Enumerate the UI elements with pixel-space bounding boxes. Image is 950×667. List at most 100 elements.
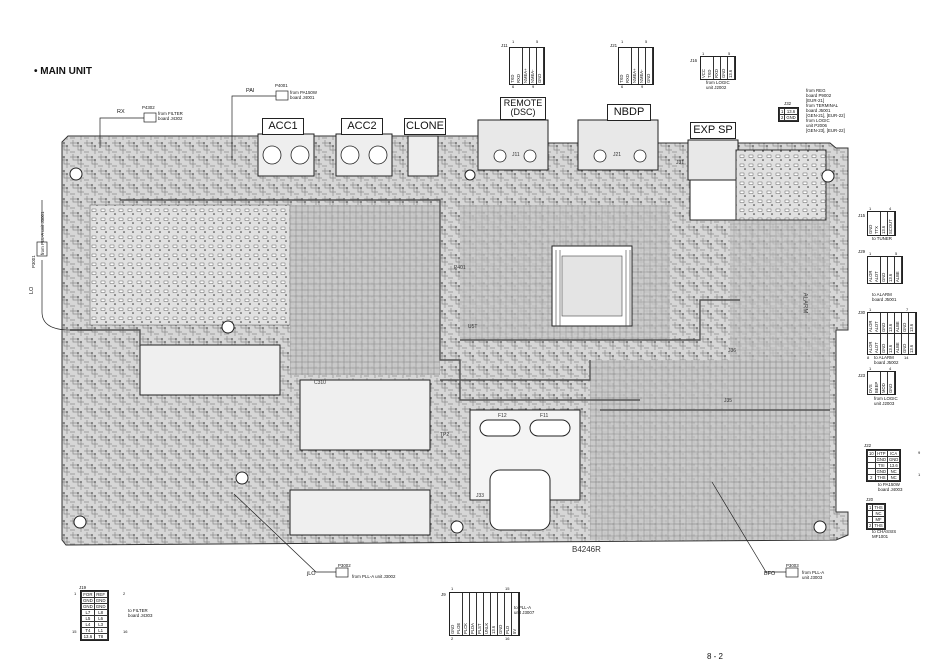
j32-note: from REG board P9002 [EUR-21] from TERMI… (806, 88, 845, 133)
j20-id: J20 (866, 497, 874, 502)
j22-pin: GND (886, 456, 901, 463)
board-label: J36 (728, 348, 737, 354)
j11-connector: TXD RXD NMEA+ NMEA- GND (509, 47, 545, 85)
j30-connector-top: ALOR ALDT GND 13.6 ALBE GND 13.6 (867, 312, 917, 334)
j23-pin-num: 4 (889, 366, 892, 371)
j19-pin: GND (81, 603, 95, 610)
j9-pin-num: 2 (451, 636, 454, 641)
j15-pin-num: 4 (889, 206, 892, 211)
board-label: P401 (454, 265, 466, 271)
j22-pin: THS (874, 474, 888, 481)
j22-pin: 13.6 (886, 462, 901, 469)
board-label: F12 (498, 413, 507, 419)
j20-note: to CHASSIS MF1001 (872, 529, 897, 539)
nbdp-port-label: NBDP (607, 104, 651, 121)
board-label: J35 (724, 398, 733, 404)
j22-id: J22 (864, 443, 872, 448)
j21-connector: TXD RXD NMEA+ NMEA- GND (618, 47, 654, 85)
j29-pin-num: 5 (895, 251, 898, 256)
j20-pin: THS (872, 504, 885, 511)
j9-connector: GND PLOE PLCK PLDA PLST UNLK 13.6 GND PL… (449, 592, 520, 636)
j21-pin: NMEA- (639, 48, 646, 84)
j11-pin: NMEA- (530, 48, 537, 84)
j21-pin-num: 6 (621, 84, 624, 89)
j21-pin-num: 9 (641, 84, 644, 89)
j21-pin: GND (646, 48, 653, 84)
j16-connector: VCC TXD RXD GND 13.6 (700, 56, 736, 80)
j19-pin-num: 1 (74, 591, 77, 596)
j9-pin: PLCK (463, 593, 470, 635)
j30-id: J30 (858, 310, 866, 315)
j19-pin: GND (93, 597, 108, 604)
j21-pin-num: 5 (645, 39, 648, 44)
j29-pin-num: 1 (869, 251, 872, 256)
j9-id: J9 (441, 592, 446, 597)
j23-note: from LOGIC unit J2003 (874, 396, 898, 406)
j30-note: to ALARM board J5002 (874, 355, 899, 365)
j16-pin: RXD (714, 57, 721, 79)
j11-id: J11 (501, 43, 508, 48)
j23-pin: GND (888, 372, 895, 394)
j30-pin: GND (902, 313, 909, 333)
j22-pin: NC (886, 474, 901, 481)
j30-pin-num: 7 (906, 307, 909, 312)
j23-pin: MOD (881, 372, 888, 394)
j29-pin: ALBE (895, 257, 902, 283)
j9-pin: UNLK (484, 593, 491, 635)
j19-note: to FILTER board J4303 (128, 608, 153, 618)
board-label: J11 (512, 152, 520, 158)
j9-pin: GND (498, 593, 505, 635)
j30-pin: 13.6 (888, 334, 895, 354)
j19-pin-num: 2 (123, 591, 126, 596)
j19-pin: 13.6 (81, 633, 95, 640)
board-code: B4246R (572, 545, 601, 554)
j9-pin-num: 15 (505, 586, 510, 591)
j11-pin-num: 5 (536, 39, 539, 44)
j19-pin-num: 16 (123, 629, 128, 634)
jlo-cable-note: from PLL-A unit J3002 (352, 574, 396, 579)
acc1-port-label: ACC1 (262, 118, 304, 135)
j30-pin-num: 1 (869, 307, 872, 312)
j19-pin: FOR (81, 591, 95, 598)
j29-note: to ALARM board J5001 (872, 292, 897, 302)
j9-pin-num: 16 (505, 636, 510, 641)
j30-pin: ALBE (895, 334, 902, 354)
j21-pin-num: 1 (621, 39, 624, 44)
board-label: ALARM (801, 292, 808, 314)
exp-sp-port-label: EXP SP (690, 122, 736, 139)
j21-pin: RXD (625, 48, 632, 84)
lo-plug-label: P3001 (31, 255, 36, 268)
j32-id: J32 (784, 101, 792, 106)
j11-pin: RXD (516, 48, 523, 84)
pa-plug-label: P4001 (275, 83, 288, 88)
j30-connector-bottom: ALOR ALDT GND 13.6 ALBE GND 13.6 (867, 333, 917, 355)
remote-dsc-port-label: REMOTE (DSC) (500, 97, 546, 120)
j23-pin-num: 1 (869, 366, 872, 371)
j9-note: to PLL-A unit J3007 (514, 605, 535, 615)
j16-note: from LOGIC unit J2002 (706, 80, 730, 90)
j11-pin-num: 1 (512, 39, 515, 44)
j19-pin: GND (93, 603, 108, 610)
rx-plug-label: P4302 (142, 105, 155, 110)
j19-pin: T8 (93, 633, 108, 640)
bfo-cable-note: from PLL-A unit J3003 (802, 570, 825, 580)
j32-pin-num: 2 (778, 114, 786, 121)
j9-pin: PLOE (456, 593, 463, 635)
j23-pin: BEEP (874, 372, 881, 394)
j9-pin: 13.6 (491, 593, 498, 635)
j30-pin: GND (881, 334, 888, 354)
j30-pin: 13.6 (909, 313, 916, 333)
j9-pin-num: 1 (451, 586, 454, 591)
j16-pin: TXD (707, 57, 714, 79)
bfo-plug-label: P3003 (786, 563, 799, 568)
j15-id: J15 (858, 213, 866, 218)
rx-cable-label: RX (117, 109, 125, 115)
j15-pin: 13.6 (881, 212, 888, 235)
j15-connector: GND TTX 13.6 SCOUT (867, 211, 896, 236)
j22-pin: GND (874, 468, 888, 475)
j16-pin: 13.6 (728, 57, 735, 79)
